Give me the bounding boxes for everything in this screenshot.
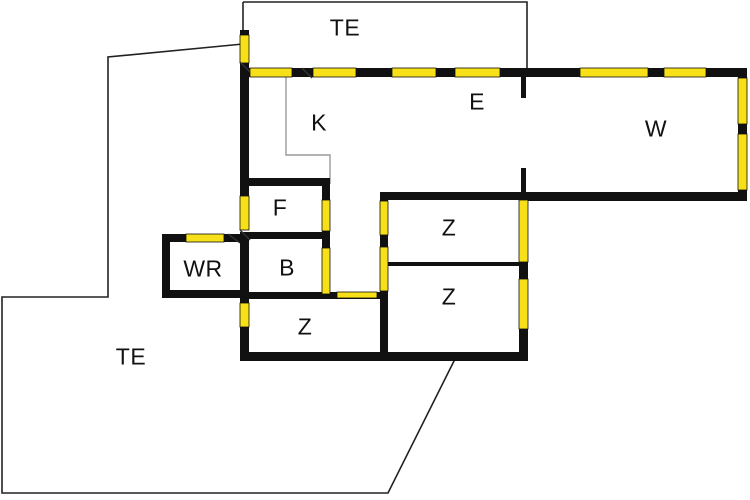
window-top-2: [312, 67, 357, 78]
window-top-4: [454, 67, 501, 78]
terrace-top-box-outline: [243, 1, 528, 68]
wall-top-main: [240, 68, 530, 77]
wall-f-bottom: [240, 232, 330, 239]
label-k: K: [311, 109, 327, 136]
window-top-3: [391, 67, 437, 78]
wall-z-mid-divider: [386, 262, 522, 266]
label-b: B: [279, 254, 295, 281]
label-w: W: [644, 115, 668, 142]
door-z-right-upper: [518, 199, 529, 263]
door-f-left: [239, 195, 250, 231]
wall-outer-left-upper: [240, 30, 249, 210]
wall-e-right-stub-up: [521, 68, 526, 98]
kitchen-partition-outline: [285, 76, 331, 184]
wall-z-top: [380, 192, 528, 200]
wall-w-bottom: [524, 192, 747, 201]
label-wr: WR: [183, 255, 223, 282]
window-top-1: [249, 67, 293, 78]
door-b-right: [321, 247, 331, 295]
window-top-5: [579, 67, 649, 78]
window-right-2: [737, 133, 748, 191]
wall-b-bottom: [240, 292, 385, 299]
wall-bottom-main: [240, 352, 528, 361]
wall-e-right-stub-down: [521, 168, 526, 194]
label-z-lower: Z: [441, 283, 457, 310]
wall-group: [162, 30, 747, 361]
swing-f-left: [239, 229, 251, 241]
label-e: E: [469, 88, 485, 115]
door-z-left-lower: [239, 302, 250, 328]
window-top-6: [663, 67, 707, 78]
label-te-top: TE: [329, 14, 361, 41]
window-wr-top: [185, 233, 225, 243]
label-z-upper: Z: [441, 214, 457, 241]
door-z-lower-left: [379, 246, 389, 292]
door-z-upper-left: [379, 200, 389, 236]
label-z-left: Z: [297, 313, 313, 340]
opening-group: [185, 34, 748, 330]
window-right-1: [737, 77, 748, 125]
door-f-right: [321, 199, 331, 232]
wall-f-top: [240, 178, 330, 186]
door-swing-group: [227, 61, 313, 244]
wall-wr-left: [162, 234, 170, 298]
door-b-bottom: [336, 291, 378, 299]
door-terrace-top-left: [239, 34, 250, 64]
wall-wr-bottom: [162, 290, 247, 298]
swing-wr-right: [227, 233, 241, 244]
label-te-bottom: TE: [115, 343, 147, 370]
wall-z-right: [519, 192, 528, 360]
door-z-right-lower: [518, 278, 529, 330]
label-f: F: [272, 194, 288, 221]
swing-top-mid: [301, 67, 313, 79]
swing-terrace-top: [239, 61, 251, 73]
